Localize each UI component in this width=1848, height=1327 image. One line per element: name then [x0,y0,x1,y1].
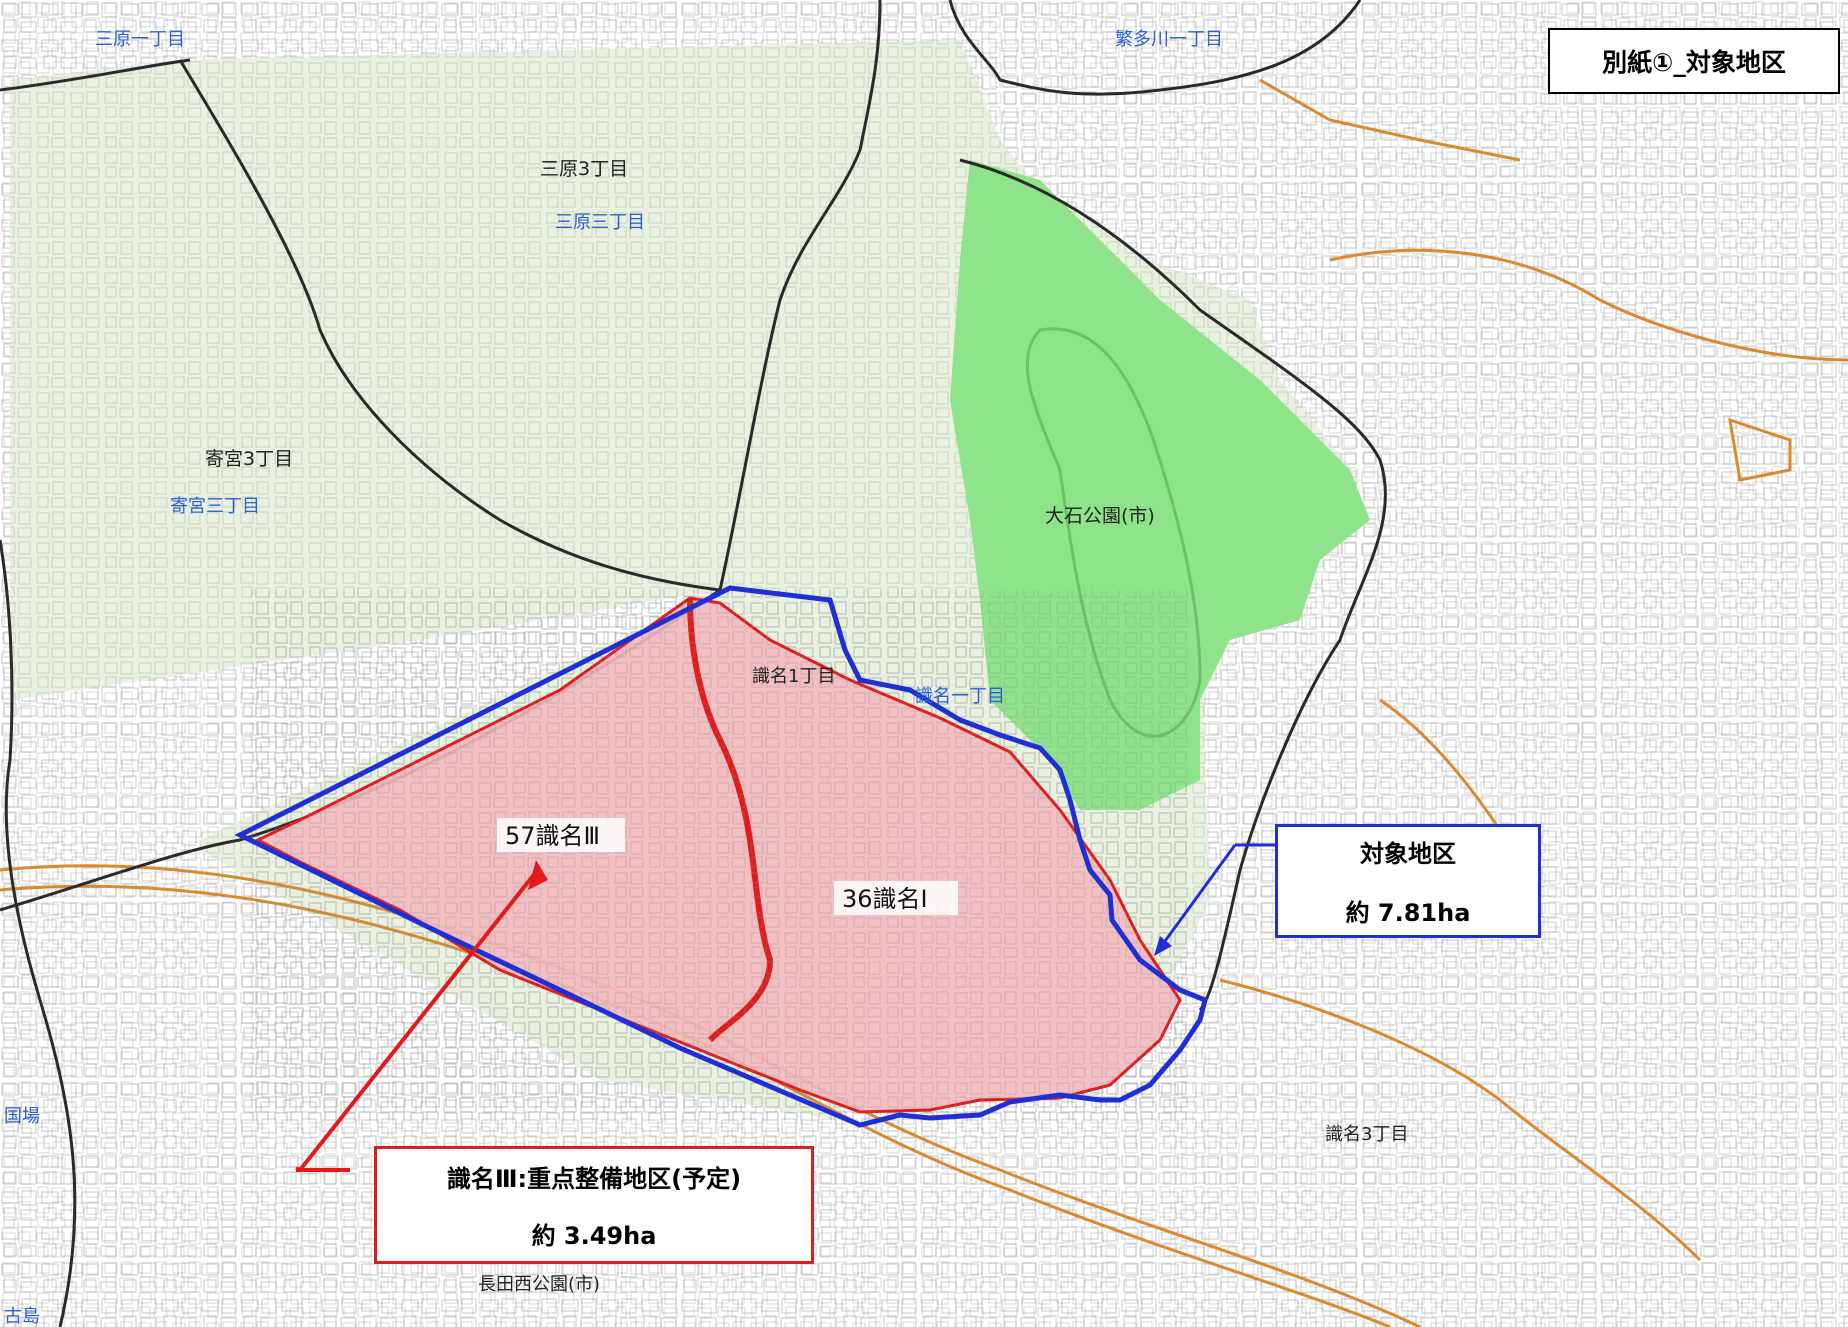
label-kokuba-blue: 国場 [4,1106,40,1127]
target-area-outline[interactable] [234,585,1208,1128]
label-mihara-1-blue: 三原一丁目 [95,29,185,50]
label-mihara-3-black: 三原3丁目 [540,158,628,180]
district-labels: 57識名Ⅲ 36識名Ⅰ [497,818,958,915]
priority-area-size: 約 3.49ha [531,1222,657,1250]
place-labels: 三原一丁目 繁多川一丁目 三原3丁目 三原三丁目 寄宮3丁目 寄宮三丁目 大石公… [4,29,1408,1327]
label-mihara-3-blue: 三原三丁目 [555,212,645,233]
target-area-size: 約 7.81ha [1345,899,1471,927]
building-texture-pink [250,590,1190,1120]
label-sikina-1-black: 識名1丁目 [752,666,835,687]
label-tsuboya-blue: 繁多川一丁目 [1115,29,1223,50]
label-district-sikina-1: 36識名Ⅰ [842,885,928,913]
priority-area-callout: 識名Ⅲ:重点整備地区(予定) 約 3.49ha [374,1146,814,1264]
label-sikina-3-black: 識名3丁目 [1325,1124,1408,1145]
target-arrow [1154,843,1275,956]
label-nagata-park: 長田西公園(市) [478,1274,600,1295]
target-area-callout: 対象地区 約 7.81ha [1275,824,1541,938]
label-district-sikina-3: 57識名Ⅲ [505,822,600,850]
target-area-label: 対象地区 [1360,840,1456,868]
title-text: 別紙①_対象地区 [1602,48,1786,77]
label-yorimiya-3-blue: 寄宮三丁目 [170,496,260,517]
label-kokuba-edge-blue: 古島 [4,1306,40,1327]
label-sikina-1-blue: 識名一丁目 [915,686,1005,707]
title-box: 別紙①_対象地区 [1548,28,1840,94]
priority-arrow [295,860,548,1173]
priority-area-label: 識名Ⅲ:重点整備地区(予定) [446,1165,742,1193]
label-yorimiya-3-black: 寄宮3丁目 [205,448,293,470]
label-oishi-park: 大石公園(市) [1045,505,1155,527]
